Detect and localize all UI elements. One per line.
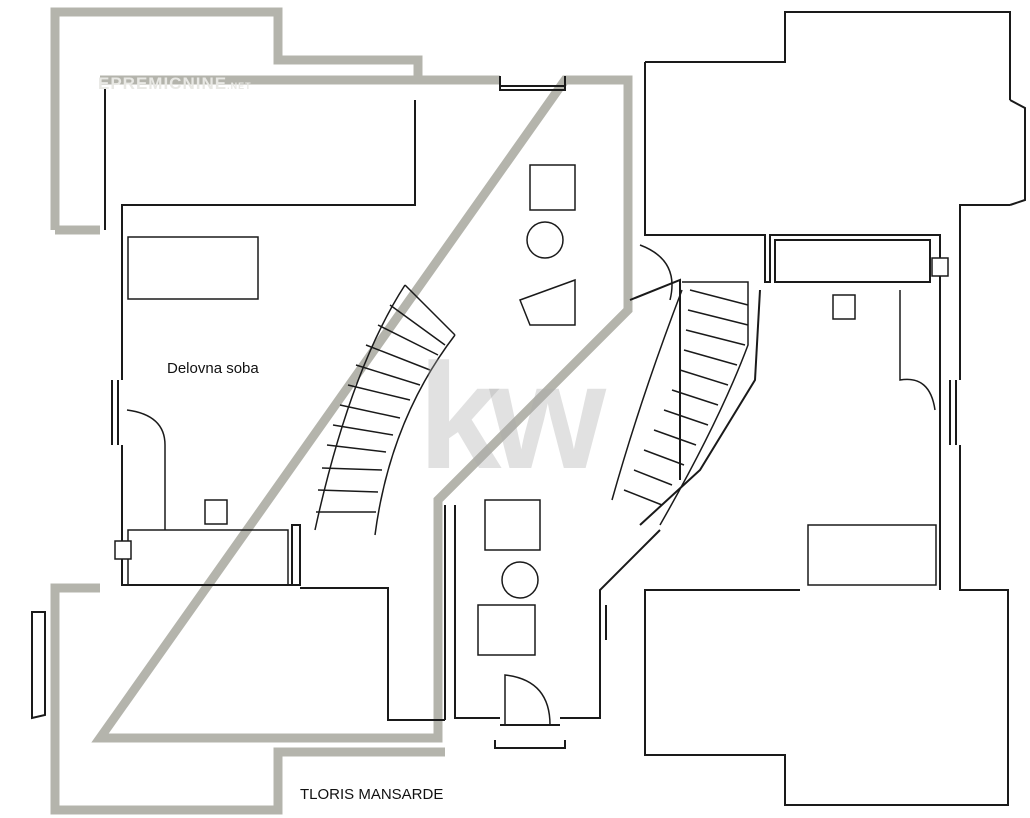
black-walls [31, 11, 1026, 806]
watermark-site-logo: EPREMICNINE.NET [98, 74, 252, 94]
desk [127, 529, 289, 586]
watermark-site-text: EPREMICNINE [98, 74, 228, 93]
room-label-delovna-soba: Delovna soba [167, 360, 259, 377]
bed-left [127, 236, 259, 300]
columns [114, 257, 949, 560]
plan-title: TLORIS MANSARDE [300, 786, 444, 803]
stairs [314, 281, 749, 536]
watermark-suffix: .NET [227, 81, 252, 91]
furniture [126, 164, 937, 726]
bed-right [807, 524, 937, 586]
kw-logo-watermark: kw [418, 332, 606, 500]
grey-outer-walls [50, 7, 633, 815]
